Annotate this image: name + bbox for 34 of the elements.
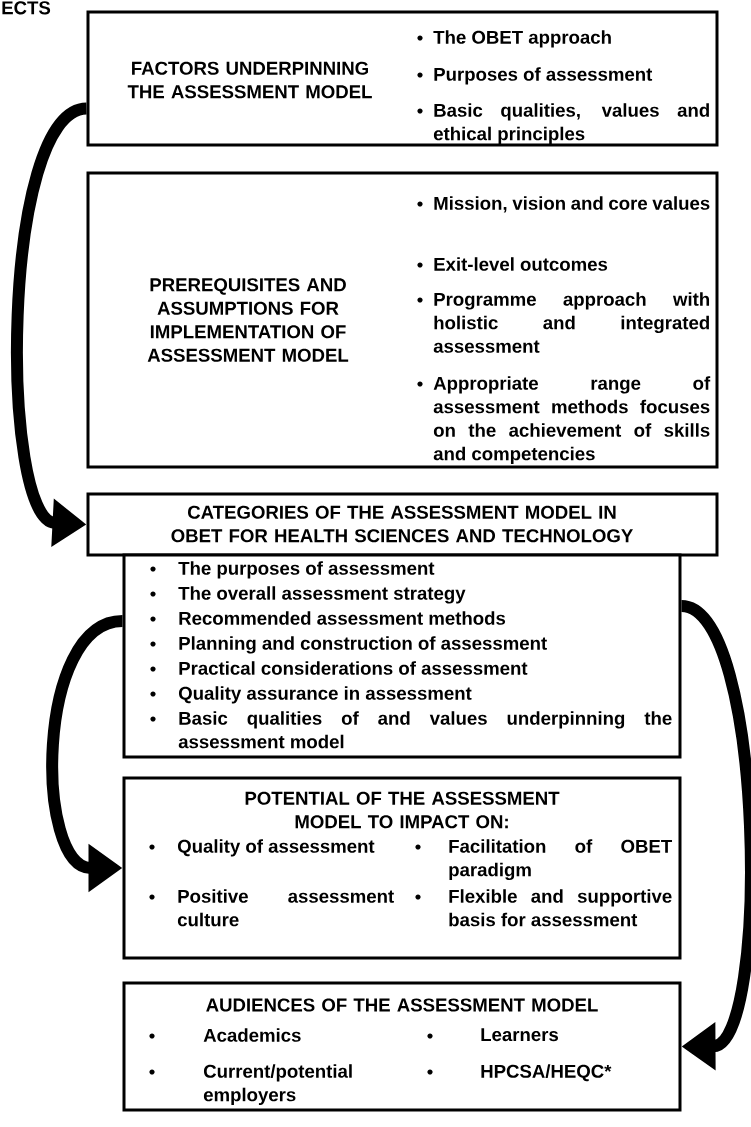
bullet-item: Exit-level outcomes bbox=[417, 257, 608, 271]
box-heading: PREREQUISITES AND ASSUMPTIONS FOR IMPLEMENTATION OF ASSESSMENT MODEL bbox=[147, 278, 349, 362]
text-box bbox=[86, 171, 719, 469]
box-heading: POTENTIAL OF THE ASSESSMENT MODEL TO IMPACT ON: bbox=[245, 791, 560, 829]
bullet-item: Learners bbox=[427, 1028, 558, 1042]
bullet-item: Facilitation of OBET paradigm bbox=[415, 839, 672, 881]
bullet-item: Basic qualities, values and ethical principles bbox=[417, 103, 709, 145]
bullet-item: HPCSA/HEQC* bbox=[427, 1064, 612, 1082]
text-box bbox=[122, 776, 682, 960]
bullet-item: Quality assurance in assessment bbox=[150, 686, 472, 704]
heading-fragment: ECTS bbox=[2, 1, 51, 15]
text-box bbox=[86, 10, 719, 147]
bullet-item: Academics bbox=[149, 1028, 301, 1042]
bullet-item: The OBET approach bbox=[417, 30, 611, 48]
curved-arrow bbox=[679, 600, 751, 1071]
bullet-item: Recommended assessment methods bbox=[150, 611, 506, 625]
bullet-item: Basic qualities of and values underpinning the assessment model bbox=[150, 711, 672, 749]
bullet-item: The overall assessment strategy bbox=[150, 586, 466, 604]
bullet-item: Mission, vision and core values bbox=[417, 196, 710, 213]
box-heading: AUDIENCES OF THE ASSESSMENT MODEL bbox=[206, 998, 598, 1012]
bullet-item: Appropriate range of assessment methods focuses on the achievement of skills and competencies bbox=[417, 376, 711, 465]
text-box bbox=[86, 492, 719, 557]
box-heading: FACTORS UNDERPINNING THE ASSESSMENT MODEL bbox=[127, 61, 372, 99]
bullet-item: Planning and construction of assessment bbox=[150, 636, 547, 654]
bullet-item: Positive assessment culture bbox=[149, 889, 394, 927]
bullet-item: Quality of assessment bbox=[149, 839, 375, 857]
box-heading: CATEGORIES OF THE ASSESSMENT MODEL IN OBET FOR HEALTH SCIENCES AND TECHNOLOGY bbox=[171, 505, 633, 543]
bullet-item: Flexible and supportive basis for assessment bbox=[415, 889, 672, 927]
bullet-item: Practical considerations of assessment bbox=[150, 661, 528, 675]
bullet-item: Current/potential employers bbox=[149, 1064, 352, 1106]
bullet-item: Programme approach with holistic and integrated assessment bbox=[417, 292, 710, 353]
bullet-item: The purposes of assessment bbox=[150, 561, 435, 579]
text-box bbox=[122, 981, 682, 1112]
bullet-item: Purposes of assessment bbox=[417, 67, 653, 85]
